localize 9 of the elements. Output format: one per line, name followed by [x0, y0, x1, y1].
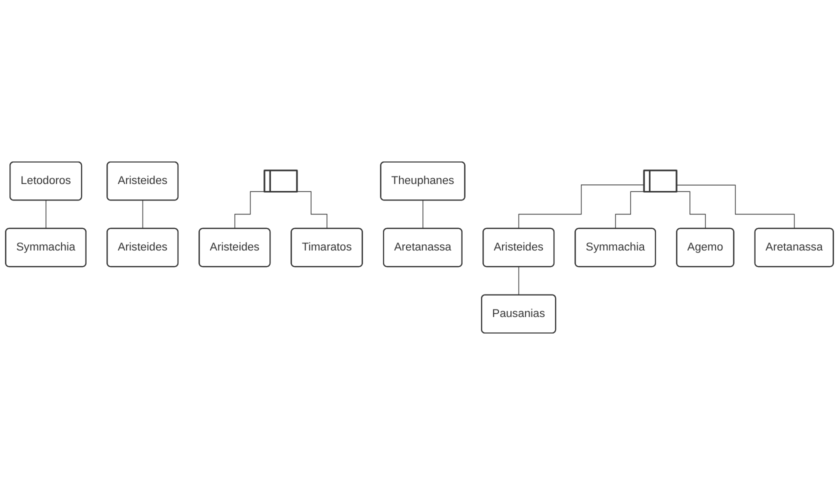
- connector: [422, 200, 424, 230]
- connector: [295, 191, 328, 230]
- connector: [518, 184, 644, 230]
- connector: [674, 191, 706, 230]
- connector: [676, 184, 795, 230]
- connector: [234, 191, 266, 230]
- connector: [615, 191, 646, 230]
- connector: [142, 200, 144, 230]
- connector: [518, 266, 520, 296]
